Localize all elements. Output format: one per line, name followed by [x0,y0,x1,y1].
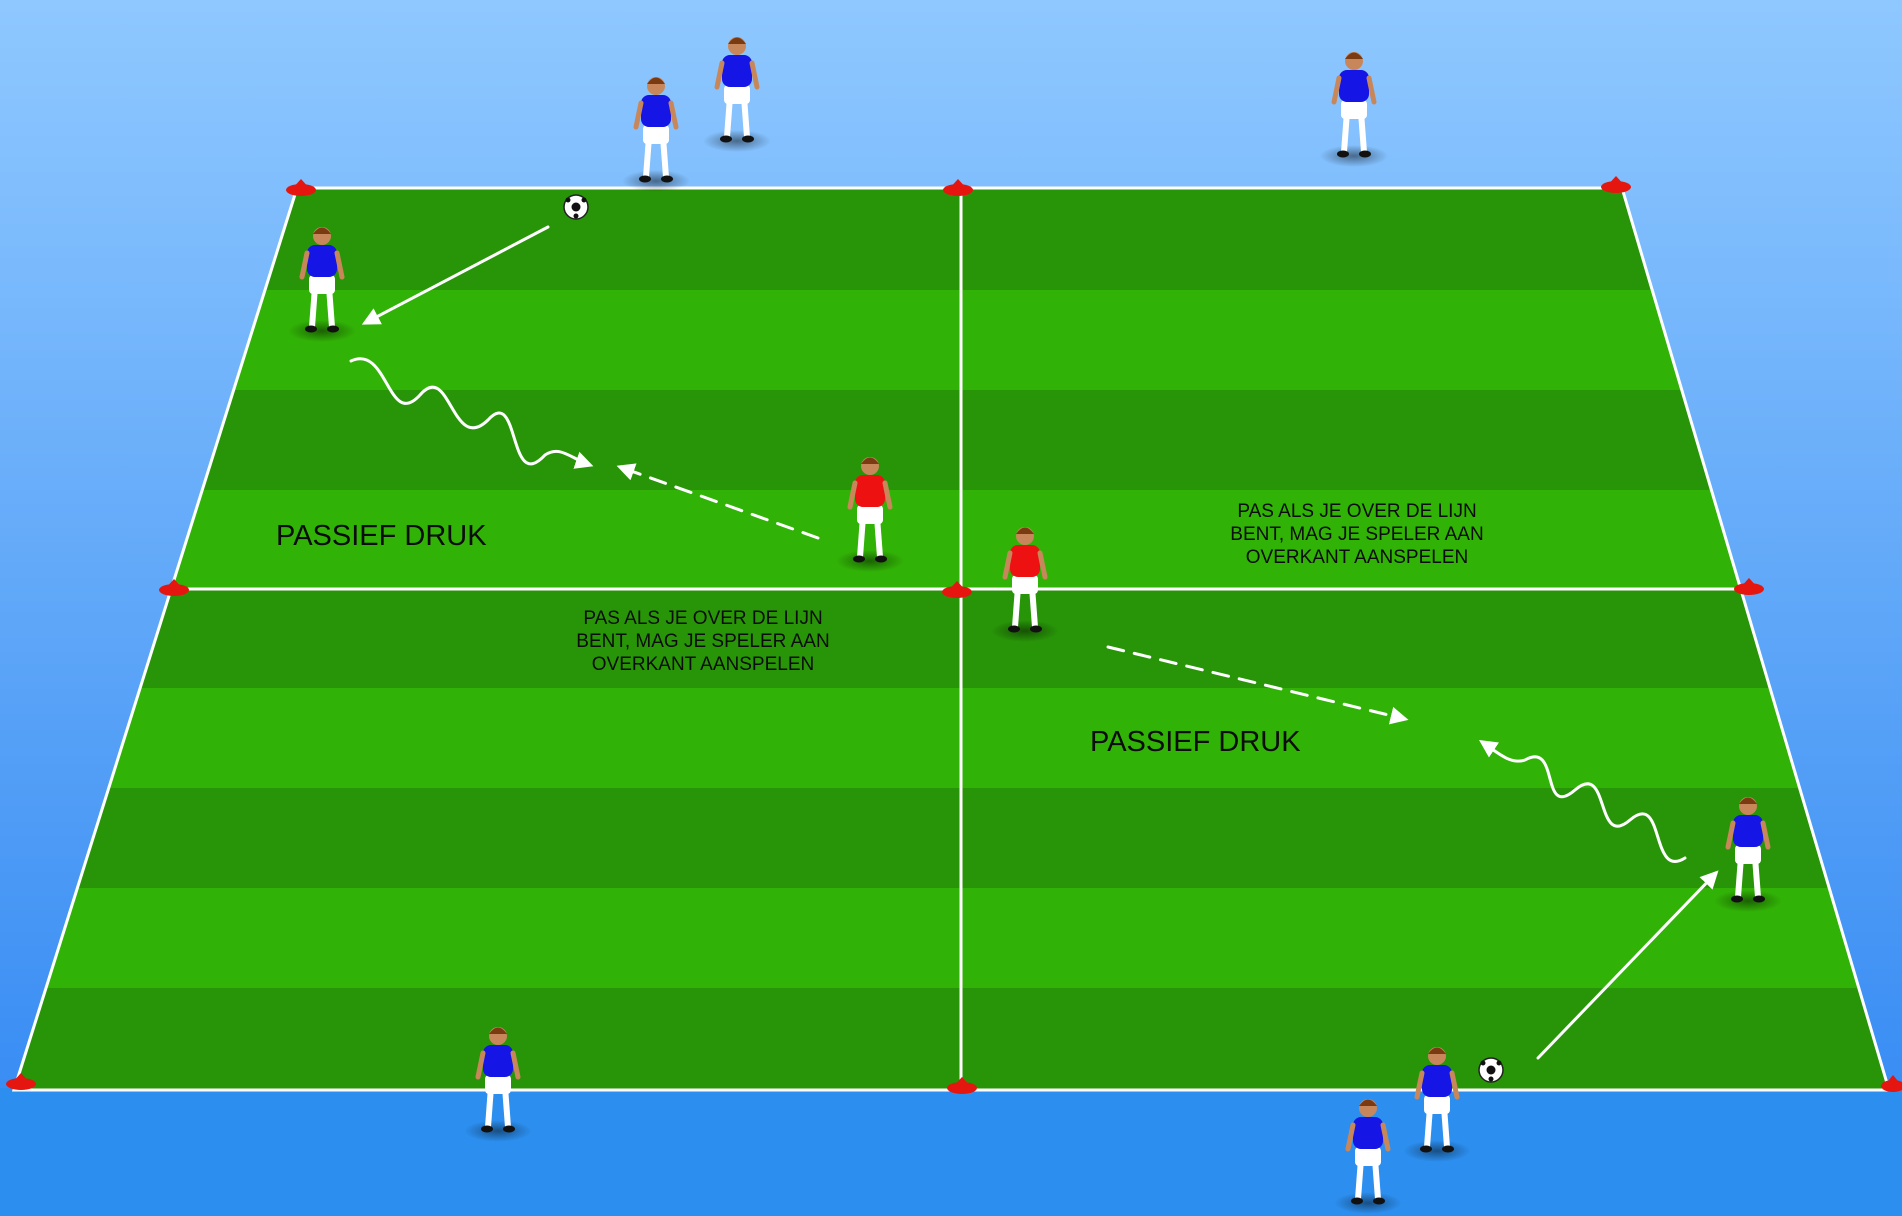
floor-band [0,1088,1902,1216]
movement-arrows [349,225,1719,1060]
cone [947,1077,977,1094]
rule-note-line: PAS ALS JE OVER DE LIJN [1237,501,1476,522]
cone [286,179,316,196]
rule-note-line: BENT, MAG JE SPELER AAN [1230,524,1483,545]
rule-note-left: PAS ALS JE OVER DE LIJN BENT, MAG JE SPE… [576,608,829,675]
blue-player [703,37,771,152]
cone [1881,1075,1902,1092]
blue-player [1403,1047,1471,1162]
dashed-arrow-icon [616,463,820,540]
soccer-ball-icon [1478,1057,1504,1083]
blue-player [1714,797,1782,912]
red-player [991,527,1059,642]
rule-note-line: OVERKANT AANSPELEN [592,654,814,675]
players [288,37,1782,1214]
rule-note-line: OVERKANT AANSPELEN [1246,547,1468,568]
red-player [836,457,904,572]
grass-stripe [14,688,1889,788]
rule-note-line: BENT, MAG JE SPELER AAN [576,631,829,652]
solid-arrow-icon [361,225,550,325]
cone [1601,176,1631,193]
blue-player [288,227,356,342]
dashed-arrow-icon [1106,645,1409,725]
wavy-arrow-icon [1479,740,1687,863]
blue-player [1320,52,1388,167]
rule-note-line: PAS ALS JE OVER DE LIJN [583,608,822,629]
blue-player [622,77,690,192]
cones [6,176,1902,1094]
cone [1734,578,1764,595]
rule-note-right: PAS ALS JE OVER DE LIJN BENT, MAG JE SPE… [1230,501,1483,568]
blue-player [1334,1099,1402,1214]
pitch [14,188,1889,1090]
zone-label-right: PASSIEF DRUK [1090,726,1301,758]
blue-player [464,1027,532,1142]
soccer-ball-icon [563,194,589,220]
cone [6,1073,36,1090]
grass-stripe [14,290,1889,390]
grass-stripe [14,888,1889,988]
cone [943,179,973,196]
wavy-arrow-icon [349,357,594,469]
solid-arrow-icon [1536,870,1719,1060]
grass-stripe [14,490,1889,590]
zone-label-left: PASSIEF DRUK [276,520,487,552]
cone [942,581,972,598]
cone [159,579,189,596]
